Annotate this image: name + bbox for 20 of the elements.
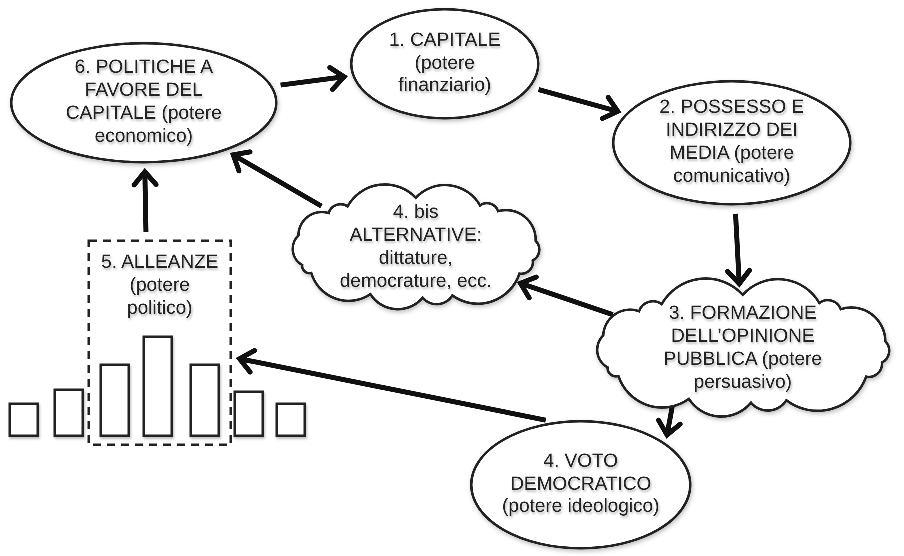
arrow	[237, 348, 546, 423]
ellipse-node	[470, 420, 692, 550]
node-label: 1. CAPITALE (potere finanziario)	[388, 30, 502, 98]
node-label: 3. FORMAZIONE DELL’OPINIONE PUBBLICA (potere persuasivo)	[662, 303, 824, 395]
dashed-box	[88, 240, 232, 446]
arrow	[725, 214, 752, 286]
node-label: 5. ALLEANZE (potere politico)	[100, 252, 220, 320]
node-label: 4. bis ALTERNATIVE: dittature, democrature, ecc.	[338, 202, 494, 294]
arrow	[656, 406, 683, 438]
arrow	[231, 150, 323, 209]
arrow	[538, 87, 620, 122]
arrow	[518, 274, 614, 318]
arrow	[132, 170, 159, 232]
ellipse-node	[350, 8, 540, 120]
ellipse-node	[612, 80, 852, 206]
node-label: 2. POSSESSO E INDIRIZZO DEI MEDIA (potere comunicativo)	[658, 97, 806, 189]
ellipse-node	[10, 42, 278, 164]
arrow	[280, 65, 347, 92]
node-label: 6. POLITICHE A FAVORE DEL CAPITALE (potere economico)	[65, 57, 223, 149]
node-label: 4. VOTO DEMOCRATICO (potere ideologico)	[501, 450, 661, 520]
